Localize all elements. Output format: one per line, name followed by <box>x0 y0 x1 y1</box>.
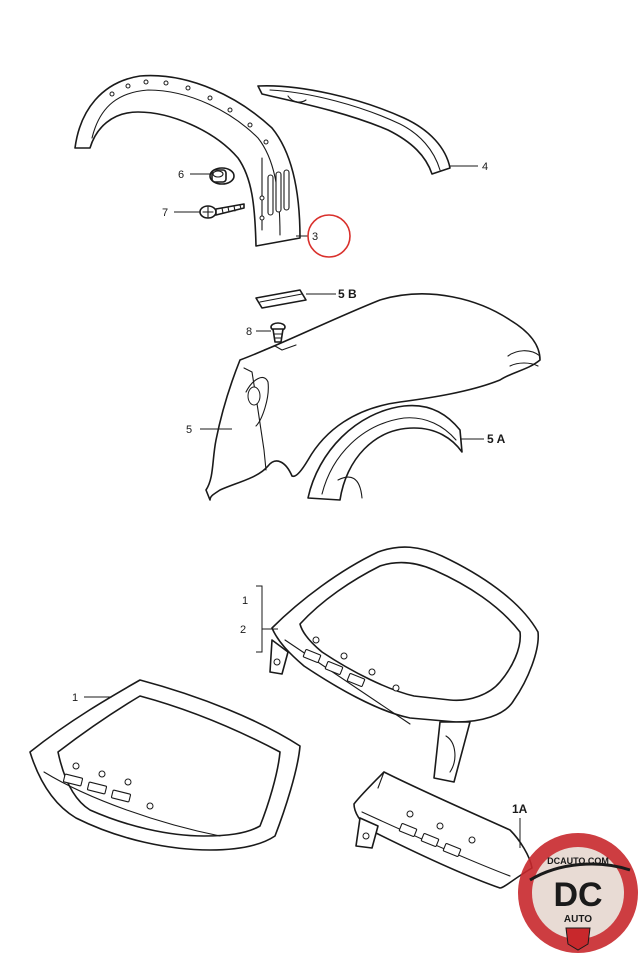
mounting-bracket-left <box>269 639 289 675</box>
cowl-holes-1 <box>72 762 154 810</box>
callout-1: 1 <box>72 692 78 704</box>
callout-1-top: 1 <box>242 595 248 607</box>
callout-3: 3 <box>312 231 318 243</box>
part-6-clip <box>209 167 235 185</box>
watermark-swoosh <box>529 862 631 882</box>
highlight-circle <box>307 214 351 258</box>
watermark-sub: AUTO <box>564 914 592 925</box>
part-2-windshield-frame-complete <box>269 546 539 783</box>
callout-6: 6 <box>178 169 184 181</box>
callout-5b: 5 B <box>338 287 357 301</box>
cowl-holes-2 <box>312 636 400 692</box>
callout-5a: 5 A <box>487 432 506 446</box>
callout-labels: 6 7 3 4 5 B 8 5 5 A 1 2 1 1A <box>72 161 528 816</box>
watermark-shield <box>565 927 591 951</box>
part-1a-cowl-panel <box>353 771 533 889</box>
part-7-screw <box>199 203 245 219</box>
part-5b-trim-strip <box>255 289 307 309</box>
watermark-main: DC <box>553 876 602 914</box>
callout-1a: 1A <box>512 802 528 816</box>
callout-4: 4 <box>482 161 488 173</box>
vent-slots <box>267 169 290 216</box>
edge-holes <box>109 79 269 221</box>
callout-7: 7 <box>162 207 168 219</box>
watermark-url: DCAUTO.COM <box>547 856 609 866</box>
dc-auto-watermark: DCAUTO.COM DC AUTO <box>518 833 638 953</box>
callout-8: 8 <box>246 326 252 338</box>
mounting-bracket-1a <box>355 817 379 849</box>
callout-2: 2 <box>240 624 246 636</box>
leader-lines <box>84 165 521 848</box>
defrost-vents-1a <box>398 823 462 857</box>
part-5-quarter-panel <box>205 293 541 501</box>
part-5a-wheel-arch-lip <box>307 404 463 501</box>
defrost-vents-2 <box>302 649 366 687</box>
a-pillar-leg-right <box>433 721 471 783</box>
part-1-windshield-frame <box>29 679 301 851</box>
cowl-holes-1a <box>406 810 476 844</box>
part-4-rail <box>257 85 451 175</box>
callout-5: 5 <box>186 424 192 436</box>
defrost-vents-1 <box>62 773 132 803</box>
part-3-inner-wheel-arch <box>74 74 301 247</box>
part-8-push-clip <box>270 322 286 343</box>
